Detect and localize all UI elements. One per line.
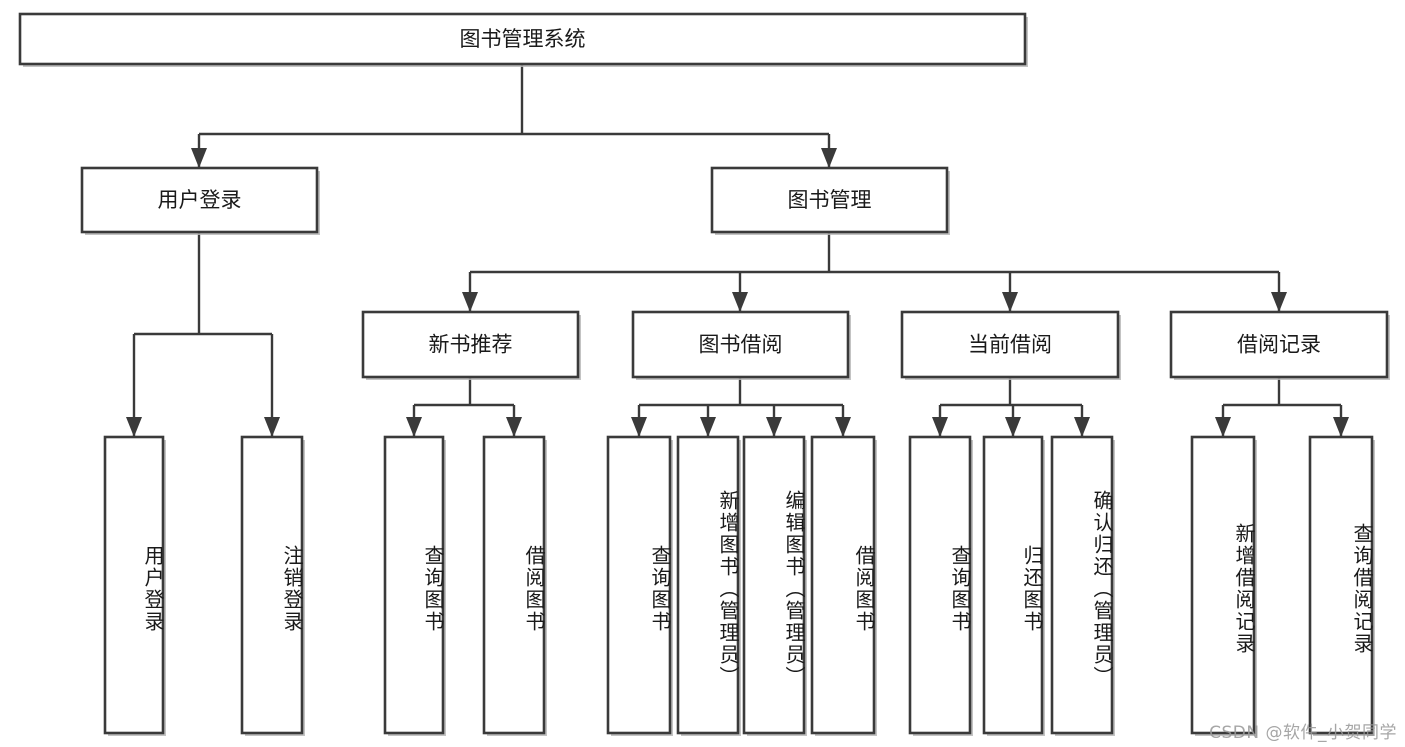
node-leaf-2[interactable]	[383, 435, 445, 735]
node-leaf-4[interactable]	[606, 435, 672, 735]
arrow-head-icon	[1333, 417, 1349, 437]
arrow-head-icon	[700, 417, 716, 437]
node-level3-label-0: 新书推荐	[429, 333, 513, 357]
node-leaf-5[interactable]	[676, 435, 740, 735]
arrow-head-icon	[1215, 417, 1231, 437]
node-leaf-10[interactable]	[1050, 435, 1114, 735]
arrow-head-icon	[732, 292, 748, 312]
node-level3-label-2: 当前借阅	[968, 333, 1052, 357]
arrow-head-icon	[1002, 292, 1018, 312]
arrow-head-icon	[126, 417, 142, 437]
arrow-head-icon	[506, 417, 522, 437]
node-leaf-12[interactable]	[1308, 435, 1374, 735]
arrow-head-icon	[1271, 292, 1287, 312]
arrow-head-icon	[191, 148, 207, 168]
arrow-head-icon	[631, 417, 647, 437]
arrow-head-icon	[932, 417, 948, 437]
arrow-head-icon	[835, 417, 851, 437]
arrow-head-icon	[264, 417, 280, 437]
node-root-label: 图书管理系统	[460, 27, 586, 51]
arrow-head-icon	[462, 292, 478, 312]
node-level2-1[interactable]	[710, 166, 949, 234]
arrow-head-icon	[821, 148, 837, 168]
node-leaf-7[interactable]	[810, 435, 876, 735]
node-level3-3[interactable]	[1169, 310, 1389, 379]
arrow-head-icon	[766, 417, 782, 437]
node-leaf-3[interactable]	[482, 435, 546, 735]
connectors-layer	[126, 64, 1349, 437]
node-leaf-6[interactable]	[742, 435, 806, 735]
arrow-head-icon	[1005, 417, 1021, 437]
boxes-layer	[18, 12, 1390, 736]
node-leaf-11[interactable]	[1190, 435, 1256, 735]
node-root[interactable]	[18, 12, 1027, 66]
node-leaf-9[interactable]	[982, 435, 1044, 735]
csdn-watermark: CSDN @软件_小贺同学	[1209, 723, 1397, 743]
node-level3-2[interactable]	[900, 310, 1120, 379]
node-level3-label-1: 图书借阅	[699, 333, 783, 357]
node-level2-label-1: 图书管理	[788, 188, 872, 212]
node-level2-label-0: 用户登录	[158, 188, 242, 212]
node-level3-0[interactable]	[361, 310, 580, 379]
node-leaf-8[interactable]	[908, 435, 972, 735]
node-level3-1[interactable]	[631, 310, 850, 379]
arrow-head-icon	[406, 417, 422, 437]
node-leaf-1[interactable]	[240, 435, 304, 735]
node-leaf-0[interactable]	[103, 435, 165, 735]
node-level3-label-3: 借阅记录	[1237, 333, 1321, 357]
node-level2-0[interactable]	[80, 166, 319, 234]
arrow-head-icon	[1074, 417, 1090, 437]
